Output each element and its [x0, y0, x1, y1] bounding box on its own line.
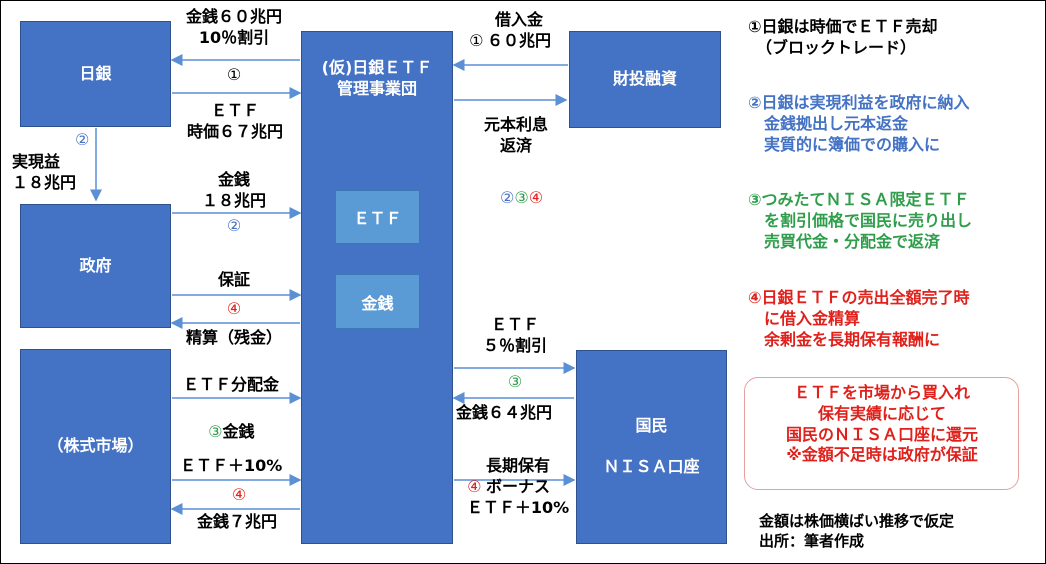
- label-public-bonus: 長期保有 ボーナス ＥＴＦ＋10%: [466, 456, 570, 517]
- label-public-bonus-row: ④: [456, 456, 481, 498]
- label-public-circle4: ④: [467, 476, 482, 496]
- stock-market-box: （株式市場）: [20, 349, 171, 544]
- label-boj-cash: 金銭６０兆円 10％割引: [185, 7, 282, 47]
- note-1: ①日銀は時価でＥＴＦ売却 （ブロックトレード）: [748, 17, 938, 57]
- etf-inner-box: ＥＴＦ: [335, 190, 420, 244]
- nisa-callout: [744, 377, 1019, 490]
- label-boj-etf: ＥＴＦ 時価６７兆円: [186, 101, 283, 141]
- government-box: 政府: [20, 204, 171, 328]
- boj-box: 日銀: [20, 21, 171, 127]
- note-3: ③つみたてＮＩＳＡ限定ＥＴＦ を割引価格で国民に売り出し 売買代金・分配金で返済: [748, 190, 973, 251]
- label-public-etf: ＥＴＦ ５％割引: [482, 315, 547, 355]
- label-market-circle3: ③: [208, 421, 223, 441]
- label-fiscal-borrow-row: ①: [458, 10, 483, 52]
- label-fiscal-circle1: ①: [469, 30, 484, 50]
- public-nisa-box: 国民 ＮＩＳＡ口座: [576, 350, 727, 544]
- label-market-cash-row: ③金銭: [197, 401, 255, 443]
- label-market-circle4: ④: [231, 485, 247, 504]
- note-4: ④日銀ＥＴＦの売出全額完了時 に借入金精算 余剰金を長期保有報酬に: [748, 288, 970, 349]
- note-2: ②日銀は実現利益を政府に納入 金銭拠出し元本返金 実質的に簿価での購入に: [748, 93, 970, 154]
- label-market-etf10: ＥＴＦ＋10%: [180, 456, 283, 475]
- label-market-etf-dividend: ＥＴＦ分配金: [183, 375, 280, 394]
- label-public-cash: 金銭６４兆円: [456, 403, 553, 422]
- label-market-cash: 金銭: [222, 421, 255, 441]
- label-fiscal-borrow: 借入金 ６０兆円: [486, 10, 551, 50]
- label-gov-circle2: ②: [226, 216, 242, 235]
- label-gov-cash: 金銭 １８兆円: [201, 170, 266, 210]
- label-public-circle3: ③: [507, 372, 523, 391]
- label-fiscal-repay: 元本利息 返済: [483, 115, 548, 155]
- cash-inner-box: 金銭: [335, 274, 420, 329]
- label-fiscal-circle4: ④: [528, 187, 544, 207]
- label-realized-profit: 実現益 １８兆円: [12, 152, 77, 192]
- label-market-cash7: 金銭７兆円: [197, 512, 278, 531]
- label-boj-gov-circle2: ②: [75, 130, 90, 149]
- label-fiscal-circle2: ②: [500, 187, 515, 207]
- label-fiscal-circles: ②③④: [466, 167, 566, 209]
- fiscal-loan-box: 財投融資: [569, 31, 721, 128]
- callout-text: ＥＴＦを市場から買入れ 保有実績に応じて 国民のＮＩＳＡ口座に還元 ※金額不足時…: [785, 383, 978, 465]
- footer-note: 金額は株価横ばい推移で仮定 出所：筆者作成: [759, 512, 955, 550]
- label-gov-circle4: ④: [226, 299, 242, 318]
- label-fiscal-circle3: ③: [514, 187, 529, 207]
- etf-agency-title: (仮)日銀ＥＴＦ 管理事業団: [321, 58, 433, 98]
- label-gov-settlement: 精算（残金）: [185, 328, 282, 347]
- label-boj-circle1: ①: [226, 65, 242, 84]
- label-gov-guarantee: 保証: [217, 270, 250, 289]
